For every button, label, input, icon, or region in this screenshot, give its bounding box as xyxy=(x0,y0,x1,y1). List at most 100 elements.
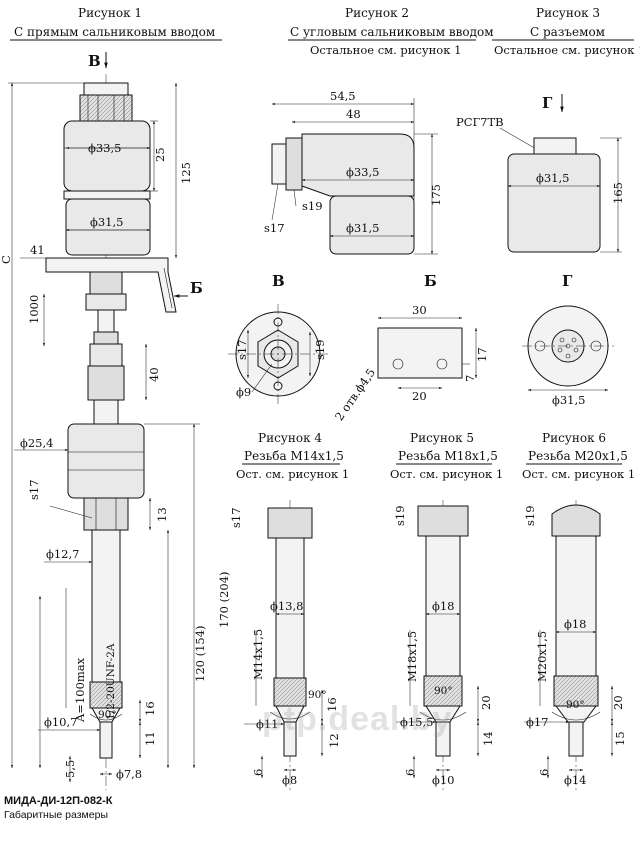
fig5-tip xyxy=(435,721,451,757)
dim4-d8: ϕ8 xyxy=(282,773,297,787)
dim4-d11: ϕ11 xyxy=(256,717,278,731)
dim2-s19: s19 xyxy=(302,199,323,213)
dim-c: С xyxy=(0,255,13,264)
dim-40: 40 xyxy=(147,367,161,382)
tip xyxy=(99,721,113,759)
dim-s17: s17 xyxy=(27,479,41,500)
dim5-d18: ϕ18 xyxy=(432,599,454,613)
watermark: ptp.deal.by xyxy=(262,700,453,738)
fig4-hex xyxy=(267,507,313,539)
dim4-6: 6 xyxy=(251,769,265,776)
view-b: Б 30 17 7 20 2 отв.ϕ4,5 xyxy=(332,272,489,423)
fig1-title: Рисунок 1 xyxy=(78,6,142,20)
fig2-title: Рисунок 2 xyxy=(345,6,409,20)
view-b-title: Б xyxy=(424,272,437,290)
dim-11: 11 xyxy=(143,731,157,746)
gland-top xyxy=(83,82,129,96)
dimb-7: 7 xyxy=(463,375,477,382)
dim-25: 25 xyxy=(153,147,167,162)
dim6-90: 90° xyxy=(566,699,585,711)
fig3-note: Остальное см. рисунок 1 xyxy=(494,43,640,57)
fig3-connector: РСГ7ТВ xyxy=(456,115,504,129)
sensor-body xyxy=(67,423,145,499)
fig5-hex xyxy=(417,505,469,537)
dimb-30: 30 xyxy=(412,303,427,317)
fig4-thread xyxy=(273,677,307,707)
dimb-holes: 2 отв.ϕ4,5 xyxy=(332,366,378,424)
dimb-17: 17 xyxy=(475,347,489,362)
fig6-thread xyxy=(553,675,599,707)
fig6-hex xyxy=(551,504,601,537)
dim5-6: 6 xyxy=(403,769,417,776)
fig5-stem xyxy=(425,535,461,677)
fig6-stem xyxy=(555,535,597,677)
hex-s17 xyxy=(83,497,129,531)
dim6-20: 20 xyxy=(611,695,625,710)
neck-3 xyxy=(97,309,115,333)
figure-5: Рисунок 5 Резьба М18х1,5 Ост. см. рисуно… xyxy=(390,431,503,790)
dim-120: 120 (154) xyxy=(193,625,207,682)
dim4-d138: ϕ13,8 xyxy=(270,599,303,613)
neck-2 xyxy=(85,293,127,311)
dim-16: 16 xyxy=(143,701,157,716)
fig3-housing xyxy=(507,153,601,253)
view-v-title: В xyxy=(272,272,285,290)
fig2-gland-end xyxy=(271,143,287,185)
dim-125: 125 xyxy=(179,162,193,184)
fig4-tip xyxy=(283,721,297,757)
dimb-20: 20 xyxy=(412,389,427,403)
dim5-d10: ϕ10 xyxy=(432,773,454,787)
fig6-note: Ост. см. рисунок 1 xyxy=(522,467,635,481)
fig6-subtitle: Резьба М20х1,5 xyxy=(528,449,628,463)
neck-5 xyxy=(87,365,125,401)
neck-1 xyxy=(89,271,123,295)
fig4-title: Рисунок 4 xyxy=(258,431,322,445)
dimv-s17: s17 xyxy=(235,339,249,360)
fig6-tip xyxy=(568,721,584,757)
fig3-connector-body xyxy=(533,137,577,155)
fig3-view-g: Г xyxy=(542,94,553,112)
figure-6: Рисунок 6 Резьба М20х1,5 Ост. см. рисуно… xyxy=(522,431,635,790)
dim-90: 90° xyxy=(98,709,117,721)
dim5-14: 14 xyxy=(481,731,495,746)
fig2-gland-nut xyxy=(285,137,303,191)
dim3-d315: ϕ31,5 xyxy=(536,171,569,185)
gland-nut xyxy=(79,94,133,122)
figure-3: Рисунок 3 С разъемом Остальное см. рисун… xyxy=(456,6,640,253)
dim2-48: 48 xyxy=(346,107,361,121)
dim5-s19: s19 xyxy=(393,505,407,526)
dim2-d315: ϕ31,5 xyxy=(346,221,379,235)
dim-13: 13 xyxy=(155,507,169,522)
figure-2: Рисунок 2 С угловым сальниковым вводом О… xyxy=(264,6,494,255)
dim4-thread: М14х1,5 xyxy=(251,629,265,680)
dim5-20: 20 xyxy=(479,695,493,710)
dim6-6: 6 xyxy=(537,769,551,776)
dim6-d17: ϕ17 xyxy=(526,715,548,729)
housing-upper xyxy=(63,120,151,192)
dim-amax: A=100max xyxy=(73,657,87,723)
fig3-title: Рисунок 3 xyxy=(536,6,600,20)
view-b-plate xyxy=(377,327,463,379)
view-b-hole-2 xyxy=(436,358,448,370)
view-g-title: Г xyxy=(562,272,573,290)
fig5-note: Ост. см. рисунок 1 xyxy=(390,467,503,481)
fig6-title: Рисунок 6 xyxy=(542,431,606,445)
fig4-subtitle: Резьба М14х1,5 xyxy=(244,449,344,463)
dim4-s17: s17 xyxy=(229,507,243,528)
fig5-title: Рисунок 5 xyxy=(410,431,474,445)
dim6-d18: ϕ18 xyxy=(564,617,586,631)
fig5-subtitle: Резьба М18х1,5 xyxy=(398,449,498,463)
fig2-subtitle: С угловым сальниковым вводом xyxy=(290,25,494,39)
dim3-165: 165 xyxy=(611,182,625,204)
fig3-subtitle: С разъемом xyxy=(530,25,605,39)
dim-55: 5,5 xyxy=(63,760,77,778)
fig1-subtitle: С прямым сальниковым вводом xyxy=(14,25,215,39)
dim-d315: ϕ31,5 xyxy=(90,215,123,229)
dim4-16: 16 xyxy=(325,697,339,712)
view-b-hole-1 xyxy=(392,358,404,370)
fig2-housing xyxy=(329,195,415,255)
dim4-12: 12 xyxy=(327,733,341,748)
dim2-175: 175 xyxy=(429,184,443,206)
dim5-d155: ϕ15,5 xyxy=(400,715,433,729)
